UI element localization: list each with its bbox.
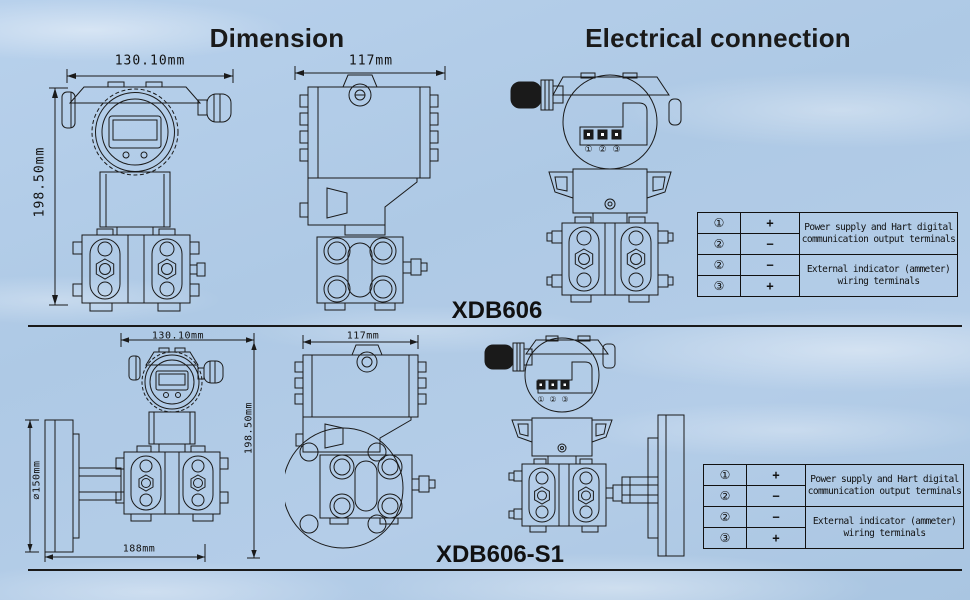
xdb606-electrical-view-drawing: ① ② ③ <box>505 65 695 310</box>
housing-side <box>300 75 438 178</box>
housing-top-cap <box>526 336 615 368</box>
table-row: ② − <box>703 485 964 507</box>
model-label-xdb606-s1: XDB606-S1 <box>435 541 565 568</box>
dim-label-depth-bottom: 117mm <box>346 330 380 342</box>
table-row: ② − External indicator (ammeter) wiring … <box>703 506 964 549</box>
polarity-cell: + <box>740 275 800 297</box>
terminal-number-cell: ② <box>703 506 747 528</box>
polarity-cell: − <box>746 506 806 528</box>
xdb606-side-view-drawing <box>285 55 460 315</box>
terminal-compartment: ① ② ③ <box>563 75 657 169</box>
terminal-number-cell: ① <box>703 464 747 486</box>
manifold-flange <box>547 217 673 302</box>
terminal-number-cell: ③ <box>703 527 747 549</box>
description-line: Power supply and Hart digital <box>810 474 959 485</box>
lower-housing <box>296 417 411 452</box>
polarity-cell: − <box>740 254 800 276</box>
dim-label-height-bottom: 198.50mm <box>243 401 255 455</box>
transmitter-body <box>549 169 671 223</box>
description-cell: External indicator (ammeter) wiring term… <box>805 506 964 549</box>
height-dimension-line <box>247 340 260 558</box>
polarity-cell: − <box>746 485 806 507</box>
table-row: ① + Power supply and Hart digital commun… <box>703 464 964 507</box>
dim-label-height-top: 198.50mm <box>32 146 48 218</box>
terminal-number-cell: ② <box>703 485 747 507</box>
table-row: ② − <box>697 233 958 255</box>
description-line: wiring terminals <box>837 275 921 287</box>
description-line: communication output terminals <box>801 233 956 245</box>
polarity-cell: − <box>740 233 800 255</box>
manifold-side <box>317 237 427 310</box>
housing-top-cap <box>553 73 681 125</box>
flange-diameter-dimension-line <box>25 420 39 552</box>
electrical-section-title: Electrical connection <box>585 23 851 53</box>
transmitter-body <box>100 172 170 235</box>
table-row: ③ + <box>697 275 958 297</box>
terminal-1-label: ① <box>584 145 592 155</box>
dim-label-width-bottom: 130.10mm <box>151 330 205 342</box>
terminal-2-label: ② <box>549 395 556 404</box>
terminal-compartment: ① ② ③ <box>525 338 599 412</box>
xdb606s1-side-view-drawing <box>285 330 465 570</box>
remote-seal-flange <box>606 415 684 556</box>
manifold-flange <box>73 229 205 311</box>
manifold-flange <box>116 446 228 521</box>
cable-gland <box>485 343 532 371</box>
terminal-2-label: ② <box>598 145 606 155</box>
dim-label-flange-diameter: ⌀150mm <box>31 460 43 500</box>
transmitter-body <box>149 412 195 452</box>
model-label-xdb606: XDB606 <box>451 297 543 324</box>
dim-label-width-top: 130.10mm <box>114 53 186 69</box>
terminal-3-label: ③ <box>561 395 568 404</box>
terminal-1-label: ① <box>537 395 544 404</box>
display-head <box>129 348 202 412</box>
overall-length-dimension-line <box>45 544 205 562</box>
description-cell: External indicator (ammeter) wiring term… <box>799 254 958 297</box>
description-cell: Power supply and Hart digital communicat… <box>805 464 964 507</box>
terminal-table-xdb606-s1: ① + Power supply and Hart digital commun… <box>703 464 964 549</box>
terminal-number-cell: ② <box>697 233 741 255</box>
housing-side <box>295 345 426 417</box>
transmitter-body <box>512 418 612 464</box>
depth-dimension-line <box>303 335 418 349</box>
table-row: ② − External indicator (ammeter) wiring … <box>697 254 958 297</box>
terminal-table-xdb606: ① + Power supply and Hart digital commun… <box>697 212 958 297</box>
dim-label-overall-length: 188mm <box>122 543 156 555</box>
description-line: wiring terminals <box>843 527 927 539</box>
table-row: ① + Power supply and Hart digital commun… <box>697 212 958 255</box>
polarity-cell: + <box>746 527 806 549</box>
flange-disc <box>285 428 403 548</box>
width-dimension-line <box>67 69 233 83</box>
lower-housing <box>300 178 417 235</box>
remote-seal-flange <box>45 420 121 552</box>
xdb606s1-front-view-drawing <box>25 330 260 565</box>
table-row: ③ + <box>703 527 964 549</box>
xdb606-front-view-drawing <box>20 55 235 315</box>
manifold-flange <box>509 459 606 532</box>
manifold-side <box>320 455 435 524</box>
xdb606s1-electrical-view-drawing: ① ② ③ <box>480 330 695 565</box>
height-dimension-line <box>49 88 68 305</box>
housing-top-cap <box>62 82 200 128</box>
polarity-cell: + <box>746 464 806 486</box>
terminal-number-cell: ③ <box>697 275 741 297</box>
section-divider <box>28 569 962 571</box>
section-divider <box>28 325 962 327</box>
display-head <box>92 89 178 175</box>
description-line: Power supply and Hart digital <box>804 222 953 233</box>
terminal-number-cell: ② <box>697 254 741 276</box>
cable-gland <box>198 94 231 122</box>
dim-label-depth-top: 117mm <box>348 53 394 69</box>
terminal-number-cell: ① <box>697 212 741 234</box>
terminal-3-label: ③ <box>612 145 620 155</box>
depth-dimension-line <box>295 66 445 80</box>
description-cell: Power supply and Hart digital communicat… <box>799 212 958 255</box>
dimension-section-title: Dimension <box>209 23 345 53</box>
description-line: External indicator (ammeter) <box>812 516 957 527</box>
polarity-cell: + <box>740 212 800 234</box>
description-line: communication output terminals <box>807 485 962 497</box>
description-line: External indicator (ammeter) <box>806 264 951 275</box>
cable-gland <box>198 361 223 383</box>
